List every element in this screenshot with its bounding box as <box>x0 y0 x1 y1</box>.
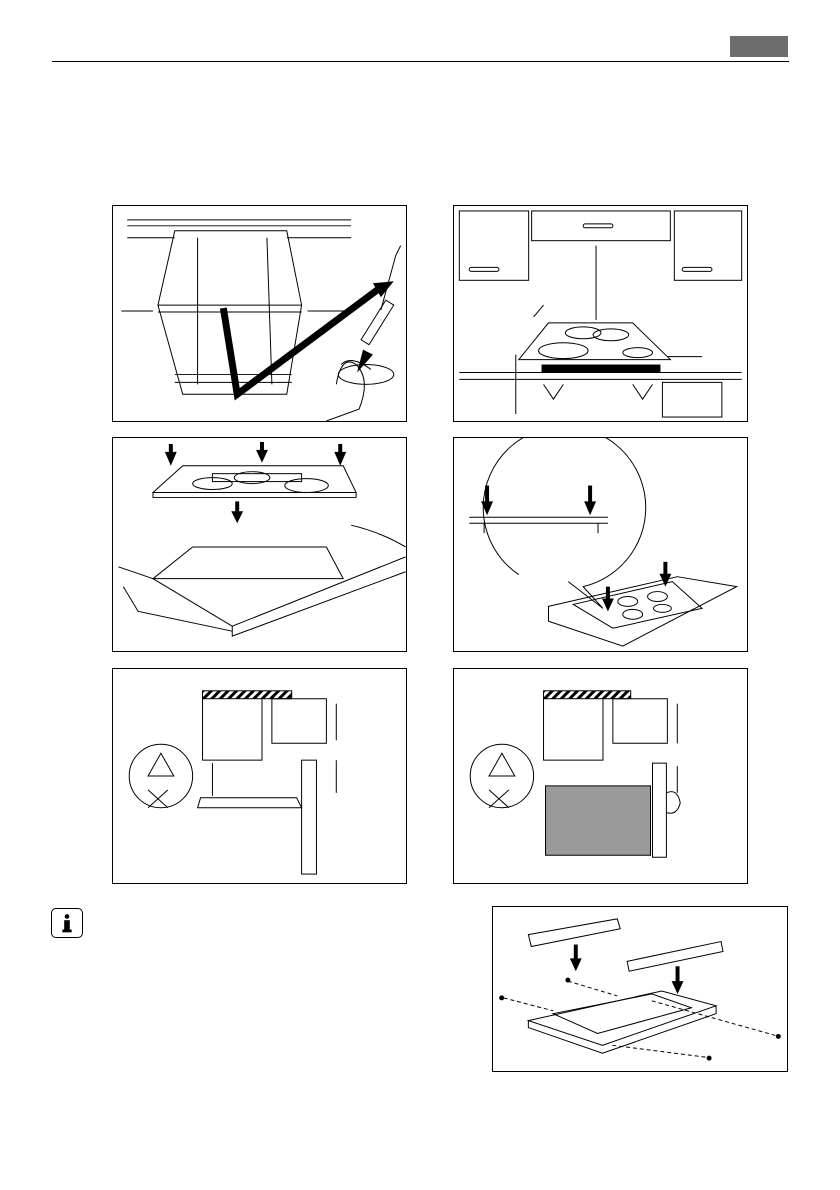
figure-mounting-brackets <box>492 906 788 1072</box>
figure-hob-pressing-detail <box>453 437 748 652</box>
warning-triangle-icon <box>454 669 747 883</box>
header-rule <box>52 61 789 62</box>
vacuum-cleaner-icon <box>113 206 406 421</box>
figure-clearance-distances <box>453 205 748 422</box>
figure-hob-seal-placement <box>112 437 407 652</box>
info-icon <box>51 908 83 938</box>
figure-cabinet-cutout-cleaning <box>112 205 407 422</box>
language-tab <box>730 36 788 57</box>
warning-triangle-icon <box>113 669 406 883</box>
magnifier-icon <box>454 438 747 651</box>
dimension-arrows-icon <box>454 206 747 421</box>
figure-drawer-below-clearance <box>112 668 407 884</box>
screw-icon <box>493 907 787 1071</box>
figure-oven-below-clearance <box>453 668 748 884</box>
down-arrow-icon <box>113 438 406 651</box>
